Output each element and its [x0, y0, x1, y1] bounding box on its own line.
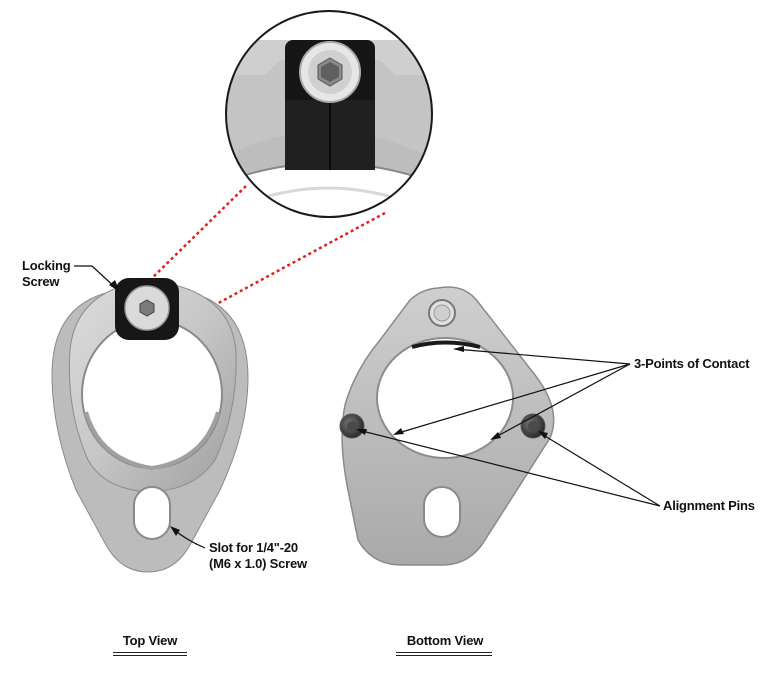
slot-label-line1: Slot for 1/4"-20: [209, 540, 298, 555]
bottom-view-underline-2: [396, 655, 492, 656]
slot-label: Slot for 1/4"-20 (M6 x 1.0) Screw: [209, 540, 307, 572]
bottom-view-part: [339, 286, 555, 566]
slot-label-line2: (M6 x 1.0) Screw: [209, 556, 307, 571]
zoom-detail: [225, 10, 433, 218]
bottom-view-title: Bottom View: [406, 633, 484, 648]
top-view-underline-2: [113, 655, 187, 656]
locking-screw-label: Locking Screw: [22, 258, 71, 290]
top-view-part: [51, 278, 249, 573]
locking-screw-label-line1: Locking: [22, 258, 71, 273]
top-view-underline: [113, 652, 187, 653]
leader-arrowheads: [109, 280, 548, 536]
top-view-title: Top View: [122, 633, 178, 648]
bottom-slot: [423, 486, 461, 538]
alignment-pins-label: Alignment Pins: [663, 498, 755, 513]
bottom-view-underline: [396, 652, 492, 653]
top-slot: [133, 486, 171, 540]
locking-screw-label-line2: Screw: [22, 274, 60, 289]
contact-points-label: 3-Points of Contact: [634, 356, 750, 371]
